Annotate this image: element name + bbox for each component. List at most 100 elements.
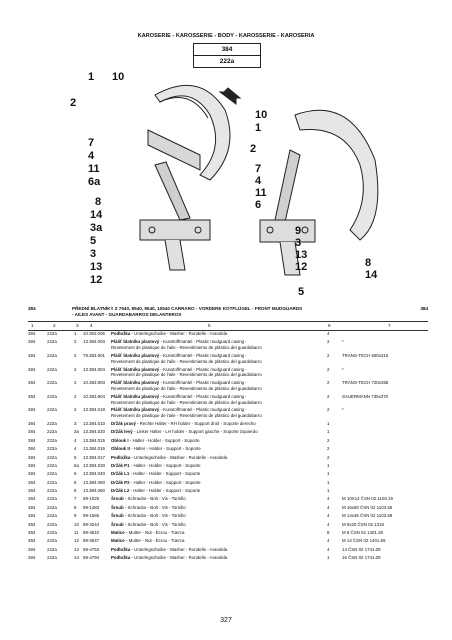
cell-description: Držák levý - Linker Halter - LH holder -… [111,429,258,435]
cell-note: M 16x50 ČSN 02 1103.55 [342,504,393,510]
cell-group: 384 [28,504,36,510]
cell-group: 384 [28,331,36,336]
cell-part-number: 99-4794 [83,555,100,561]
part-name: Držák levý [111,429,133,435]
left-mudguard-drawing [139,84,231,271]
cell-quantity: 8 [327,530,330,536]
part-description: - Mutter - Nut - Ecrou - Tuerca [124,538,185,544]
cell-quantity: 1 [327,462,330,468]
cell-part-number: 99-1566 [83,513,100,519]
section-subtitle: - AILES AVANT - GUARDABARROS DELANTEROS [72,312,182,317]
part-description-line2: Revetement de plastique de l'aile - Reve… [111,399,262,405]
cell-quantity: 2 [327,393,330,399]
cell-position: 2 [74,366,77,372]
cell-quantity: 4 [327,496,330,502]
cell-note: * [342,366,344,372]
cell-position: 2 [74,393,77,399]
cell-description: Plášť blatníku plastový - Kunstoffmantel… [111,367,247,373]
cell-part-number: 13.384.060 [83,488,105,494]
cell-position: 1 [74,331,77,336]
cell-part-number: 99-3647 [83,538,100,544]
cell-group: 384 [28,555,36,561]
cell-position: 10 [74,521,79,527]
cell-position: 6 [74,488,77,494]
part-description: - Unterlegscheibe - Washer - Rondelle - … [130,555,228,561]
cell-figure: 222a [47,555,57,561]
cell-part-number: 99-3244 [83,521,100,527]
cell-position: 4 [74,446,77,452]
cell-note: M 10X14 ČSN 02 1103.19 [342,496,393,502]
cell-group: 384 [28,496,36,502]
cell-part-number: 13.384.003 [83,339,105,345]
cell-position: 7 [74,496,77,502]
callout-right-8: 8 [365,257,371,269]
cell-group: 384 [28,479,36,485]
cell-position: 9 [74,513,77,519]
cell-description: Podložka - Unterlegscheibe - Washer - Ro… [111,547,227,553]
cell-quantity: 2 [327,437,330,443]
cell-figure: 222a [47,380,57,386]
cell-description: Držák L1 - Halter - Holder - Support - S… [111,471,200,477]
callout-right-12: 12 [295,261,307,273]
cell-quantity: 1 [327,471,330,477]
cell-part-number: 99-1483 [83,504,100,510]
part-name: Oblouk II [111,446,130,452]
col-head-4: 4 [90,323,93,328]
cell-description: Plášť blatníku plastový - Kunstoffmantel… [111,380,247,386]
cell-part-number: 13.384.017 [83,454,105,460]
cell-quantity: 2 [327,339,330,345]
part-name: Držák L2 [111,488,130,494]
cell-figure: 222a [47,352,57,358]
part-description: - Halter - Holder - Support - Soporte [129,446,201,452]
cell-description: Držák pravý - Rechte Halter - RH holder … [111,421,256,427]
part-name: Plášť blatníku plastový [111,393,160,399]
part-name: Šroub [111,521,124,527]
cell-note: M 8x20 ČSN 02 1319 [342,521,384,527]
cell-quantity: 2 [327,446,330,452]
cell-group: 384 [28,488,36,494]
part-name: Šroub [111,496,124,502]
cell-note: * [342,407,344,413]
part-description: - Halter - Holder - Support - Soporte [129,462,201,468]
part-name: Šroub [111,504,124,510]
cell-quantity: 1 [327,488,330,494]
cell-group: 384 [28,429,36,435]
callout-right-7: 7 [255,163,261,175]
section-title: PŘEDNÍ BLATNÍKY Z 7540, 8540, 9540, 1054… [72,306,303,311]
direction-arrow-icon [218,87,242,105]
col-head-3: 3 [76,323,79,328]
cell-position: 4 [74,437,77,443]
col-head-5: 5 [208,323,211,328]
cell-position: 14 [74,555,79,561]
cell-figure: 222a [47,479,57,485]
part-name: Podložka [111,546,131,552]
figure-number-box: 222a [193,55,261,68]
part-name: Oblouk I [111,437,129,443]
cell-figure: 222a [47,437,57,443]
cell-description: Matice - Mutter - Nut - Ecrou - Tuerca [111,530,184,536]
cell-description: Podložka - Unterlegscheibe - Washer - Ro… [111,455,227,461]
cell-description: Plášť blatníku plastový - Kunstoffmantel… [111,353,247,359]
part-description: - Kunstoffmantel - Plastic mudguard casi… [159,352,247,358]
callout-left-3a: 3a [90,222,103,234]
exploded-parts-diagram: 1 10 2 7 4 11 6a 8 14 3a 5 3 13 12 10 1 … [70,71,379,298]
cell-part-number: 13.384.015 [83,437,105,443]
cell-figure: 222a [47,546,57,552]
right-mudguard-drawing [259,109,379,276]
cell-quantity: 2 [327,366,330,372]
part-description: - Linker Halter - LH holder - Support ga… [132,429,258,435]
cell-group: 384 [28,530,36,536]
section-code-right: 384 [420,306,428,311]
callout-right-5: 5 [298,286,304,298]
cell-quantity: 4 [327,331,330,336]
part-name: Plášť blatníku plastový [111,366,160,372]
part-description: - Unterlegscheibe - Washer - Rondelle - … [130,546,228,552]
